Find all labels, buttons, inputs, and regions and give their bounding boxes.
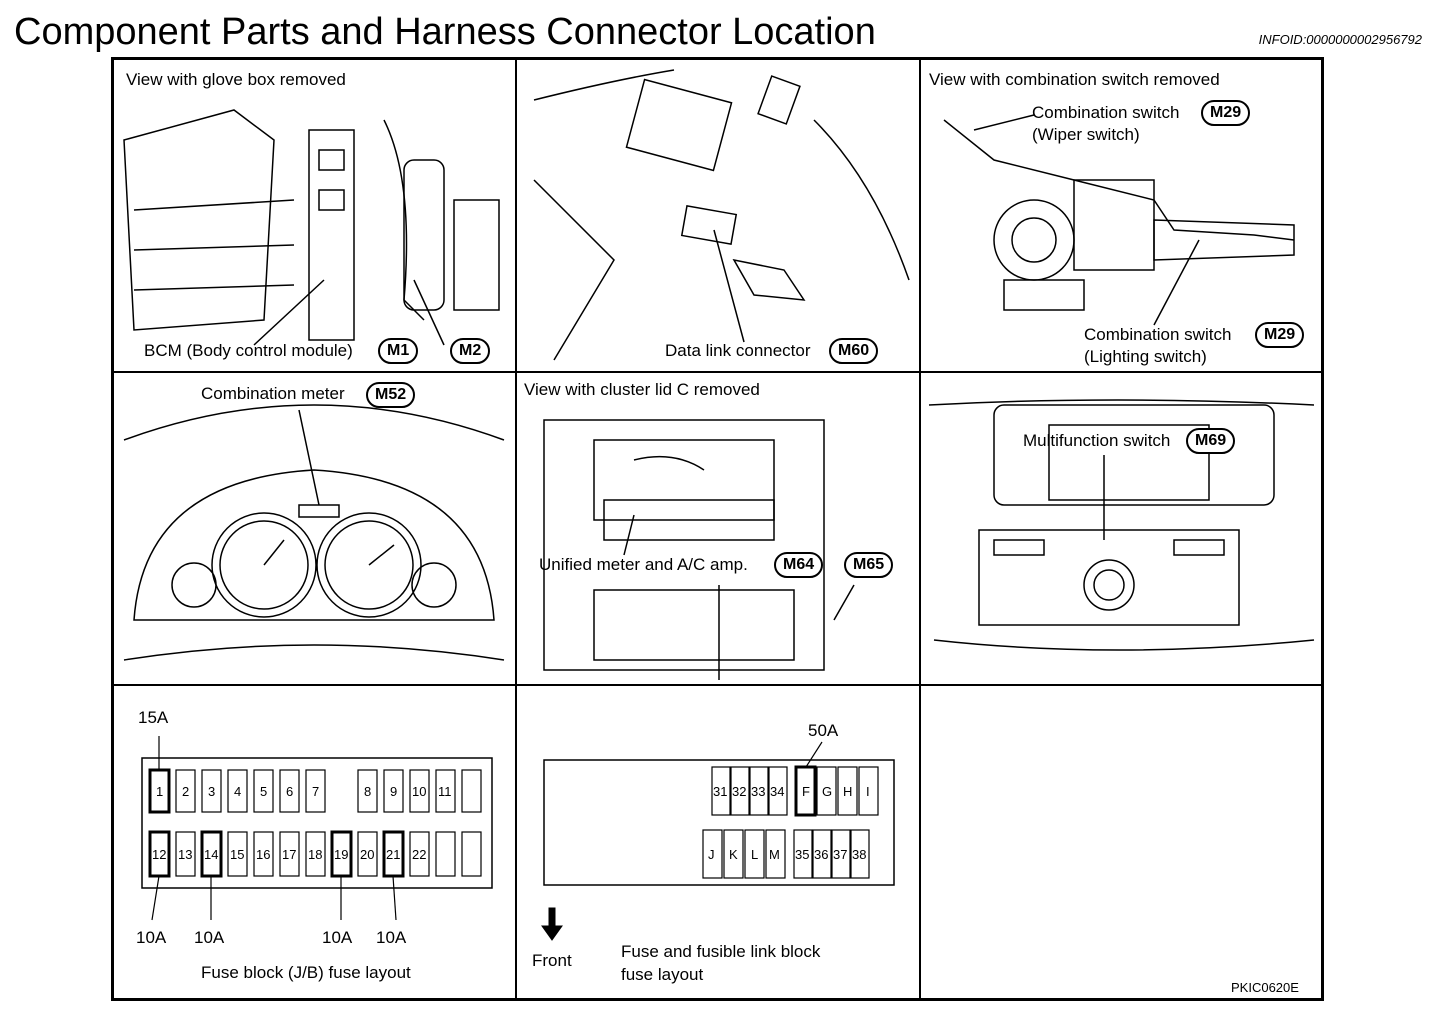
link-fuse-k: K <box>729 847 738 862</box>
diagram-frame: View with glove box removed BCM (Body co… <box>111 57 1324 1001</box>
dlc-label: Data link connector <box>665 341 811 360</box>
lighting-switch-sublabel: (Lighting switch) <box>1084 347 1207 366</box>
multifunction-switch-illustration <box>928 399 1315 651</box>
link-fuse-37: 37 <box>833 847 848 862</box>
link-caption-2: fuse layout <box>621 965 704 984</box>
panel5-caption: View with cluster lid C removed <box>524 380 760 399</box>
link-fuse-38: 38 <box>852 847 867 862</box>
link-fuse-f: F <box>802 784 810 799</box>
connector-m64: M64 <box>774 552 824 578</box>
fusible-link-slots <box>702 741 879 879</box>
link-fuse-32: 32 <box>732 784 747 799</box>
link-fuse-34: 34 <box>770 784 785 799</box>
jb-fuse-6: 6 <box>286 784 294 799</box>
bcm-label: BCM (Body control module) <box>144 341 353 360</box>
combination-switch-illustration <box>943 114 1295 326</box>
combination-meter-label: Combination meter <box>201 384 345 403</box>
jb-amp-bottom-3: 10A <box>322 928 353 947</box>
jb-fuse-21: 21 <box>386 847 401 862</box>
jb-amp-bottom-2: 10A <box>194 928 225 947</box>
bcm-illustration <box>123 109 500 346</box>
jb-fuse-2: 2 <box>182 784 190 799</box>
multifunction-switch-label: Multifunction switch <box>1023 431 1171 450</box>
link-fuse-g: G <box>822 784 833 799</box>
jb-amp-top: 15A <box>138 708 169 727</box>
connector-m1: M1 <box>378 338 419 364</box>
jb-fuse-15: 15 <box>230 847 245 862</box>
link-fuse-31: 31 <box>713 784 728 799</box>
jb-fuse-16: 16 <box>256 847 271 862</box>
jb-fuse-22: 22 <box>412 847 427 862</box>
jb-fuse-slots <box>148 736 482 921</box>
connector-m29-lighting: M29 <box>1255 322 1305 348</box>
link-fuse-m: M <box>769 847 780 862</box>
jb-fuse-13: 13 <box>178 847 193 862</box>
connector-m29-wiper: M29 <box>1201 100 1251 126</box>
jb-fuse-17: 17 <box>282 847 297 862</box>
jb-fuse-7: 7 <box>312 784 320 799</box>
jb-fuse-11: 11 <box>438 784 452 799</box>
combination-meter-illustration <box>123 404 505 661</box>
panel3-caption: View with combination switch removed <box>929 70 1220 89</box>
jb-fuse-8: 8 <box>364 784 372 799</box>
jb-fuse-4: 4 <box>234 784 242 799</box>
connector-m52: M52 <box>366 382 416 408</box>
wiper-switch-sublabel: (Wiper switch) <box>1032 125 1140 144</box>
jb-fuse-10: 10 <box>412 784 427 799</box>
connector-m69: M69 <box>1186 428 1236 454</box>
jb-fuse-19: 19 <box>334 847 349 862</box>
dlc-illustration <box>533 69 910 361</box>
unified-meter-label: Unified meter and A/C amp. <box>539 555 748 574</box>
panel-grid <box>114 60 1321 998</box>
jb-amp-bottom-4: 10A <box>376 928 407 947</box>
front-label: Front <box>532 951 572 970</box>
jb-fuse-12: 12 <box>152 847 167 862</box>
link-fuse-l: L <box>751 847 759 862</box>
figure-code: PKIC0620E <box>1231 980 1299 995</box>
link-fuse-j: J <box>708 847 715 862</box>
jb-fuse-9: 9 <box>390 784 398 799</box>
front-arrow-icon <box>541 907 563 941</box>
link-caption-1: Fuse and fusible link block <box>621 942 821 961</box>
connector-m65: M65 <box>844 552 894 578</box>
jb-fuse-3: 3 <box>208 784 216 799</box>
link-fuse-36: 36 <box>814 847 829 862</box>
connector-m60: M60 <box>829 338 879 364</box>
jb-fuse-18: 18 <box>308 847 323 862</box>
panel1-caption: View with glove box removed <box>126 70 346 89</box>
lighting-switch-label: Combination switch <box>1084 325 1232 344</box>
fusible-link-block <box>543 759 895 886</box>
wiper-switch-label: Combination switch <box>1032 103 1180 122</box>
info-id: INFOID:0000000002956792 <box>1258 32 1422 47</box>
link-fuse-33: 33 <box>751 784 766 799</box>
jb-caption: Fuse block (J/B) fuse layout <box>201 963 411 982</box>
jb-fuse-5: 5 <box>260 784 268 799</box>
link-fuse-35: 35 <box>795 847 810 862</box>
link-amp-top: 50A <box>808 721 839 740</box>
jb-amp-bottom-1: 10A <box>136 928 167 947</box>
link-fuse-i: I <box>866 784 870 799</box>
jb-fuse-block <box>141 757 493 889</box>
connector-m2: M2 <box>450 338 491 364</box>
link-fuse-h: H <box>843 784 853 799</box>
page-title: Component Parts and Harness Connector Lo… <box>14 11 876 53</box>
jb-fuse-1: 1 <box>156 784 164 799</box>
jb-fuse-20: 20 <box>360 847 375 862</box>
jb-fuse-14: 14 <box>204 847 219 862</box>
unified-meter-illustration <box>543 419 855 680</box>
